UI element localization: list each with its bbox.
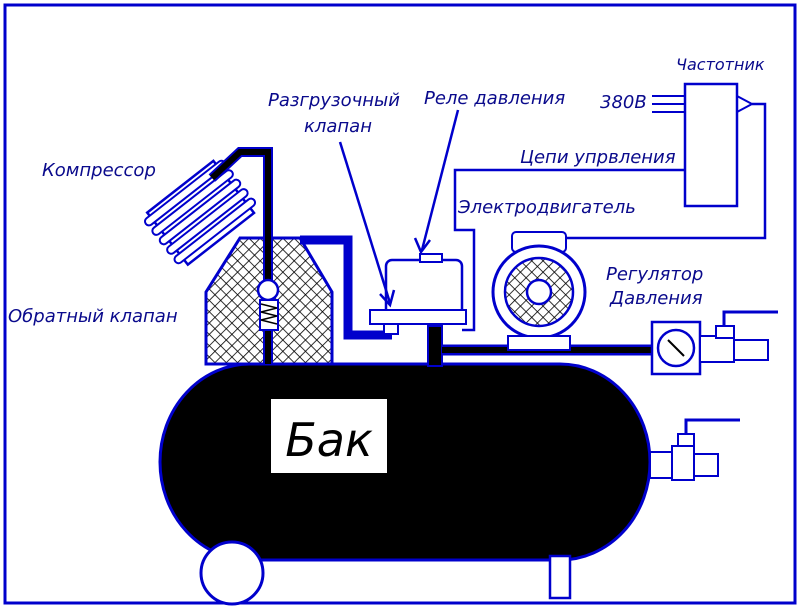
power-input-lines	[652, 95, 685, 113]
label-unload-valve-2: клапан	[304, 116, 372, 137]
pointer-arrows	[338, 109, 460, 308]
pressure-relay	[369, 253, 467, 335]
relay-arrow	[420, 109, 460, 251]
unload-valve-arrowhead	[379, 289, 396, 308]
tank-label-box	[269, 397, 389, 475]
label-pressure-relay: Реле давления	[424, 88, 565, 109]
tank-label: Бак	[285, 413, 373, 467]
label-check-valve: Обратный клапан	[8, 306, 178, 327]
compressor-head	[143, 159, 257, 267]
relay-tank-pipe	[427, 325, 443, 367]
label-compressor: Компрессор	[42, 160, 156, 181]
outlet-pipe	[209, 149, 271, 364]
frequency-converter	[683, 82, 755, 208]
relay-arrowhead	[413, 237, 431, 255]
motor-power-line	[566, 102, 767, 240]
relay-pipe	[300, 235, 392, 340]
tank: Бак	[158, 362, 652, 562]
label-freq-converter: Частотник	[676, 55, 765, 74]
check-valve	[256, 278, 280, 331]
pressure-regulator	[650, 310, 778, 376]
tank-foot	[548, 554, 572, 600]
label-pressure-regulator-1: Регулятор	[606, 264, 703, 285]
label-electric-motor: Электродвигатель	[457, 197, 636, 218]
control-circuit-line	[453, 168, 685, 332]
label-control-circuits: Цепи упрвления	[520, 147, 676, 168]
unload-valve-arrow	[338, 141, 392, 304]
label-pressure-regulator-2: Давления	[609, 288, 703, 309]
frame-border	[3, 3, 797, 605]
label-voltage: 380В	[600, 92, 647, 113]
electric-motor	[491, 231, 587, 351]
wheel	[199, 540, 265, 606]
tank-outlet-valve	[649, 418, 740, 481]
label-unload-valve-1: Разгрузочный	[268, 90, 400, 111]
